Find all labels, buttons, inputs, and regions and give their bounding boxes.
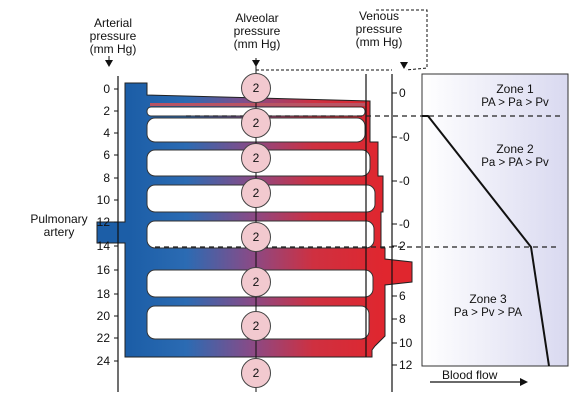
venous-tick: 6: [399, 289, 406, 303]
venous-tick: -0: [399, 174, 410, 188]
arterial-tick: 10: [96, 193, 110, 207]
alveolus: 2: [241, 267, 271, 297]
arterial-tick: 4: [103, 126, 110, 140]
alveolus: 2: [241, 178, 271, 208]
venous-tick: 0: [399, 86, 406, 100]
arterial-tick: 20: [96, 309, 110, 323]
alveolus: 2: [241, 358, 271, 388]
collapsed-capillary: [150, 103, 365, 106]
venous-tick: -0: [399, 217, 410, 231]
arterial-tick: 22: [96, 331, 110, 345]
arterial-tick: 16: [96, 263, 110, 277]
arterial-tick: 18: [96, 287, 110, 301]
arterial-axis-ticks: [114, 88, 118, 362]
venous-axis-ticks: [392, 92, 397, 366]
venous-tick: -0: [399, 130, 410, 144]
blood-flow-curve: [422, 115, 550, 367]
arterial-tick: 6: [103, 148, 110, 162]
capillary-gaps: [146, 106, 376, 340]
zone-panel: [421, 73, 569, 367]
venous-tick: 12: [399, 358, 413, 372]
blood-flow-label: Blood flow: [442, 368, 498, 382]
alveolus: 2: [241, 108, 271, 138]
venous-tick: 10: [399, 336, 413, 350]
alveolus: 2: [241, 222, 271, 252]
alveolus: 2: [241, 143, 271, 173]
arterial-tick: 12: [96, 215, 110, 229]
arterial-tick: 24: [96, 354, 110, 368]
arterial-tick: 14: [96, 239, 110, 253]
arterial-tick: 0: [103, 82, 110, 96]
venous-tick: 2: [399, 239, 406, 253]
alveolus: 2: [241, 311, 271, 341]
alveolus: 2: [241, 73, 271, 103]
arterial-tick: 8: [103, 171, 110, 185]
arterial-tick: 2: [103, 104, 110, 118]
venous-tick: 8: [399, 312, 406, 326]
